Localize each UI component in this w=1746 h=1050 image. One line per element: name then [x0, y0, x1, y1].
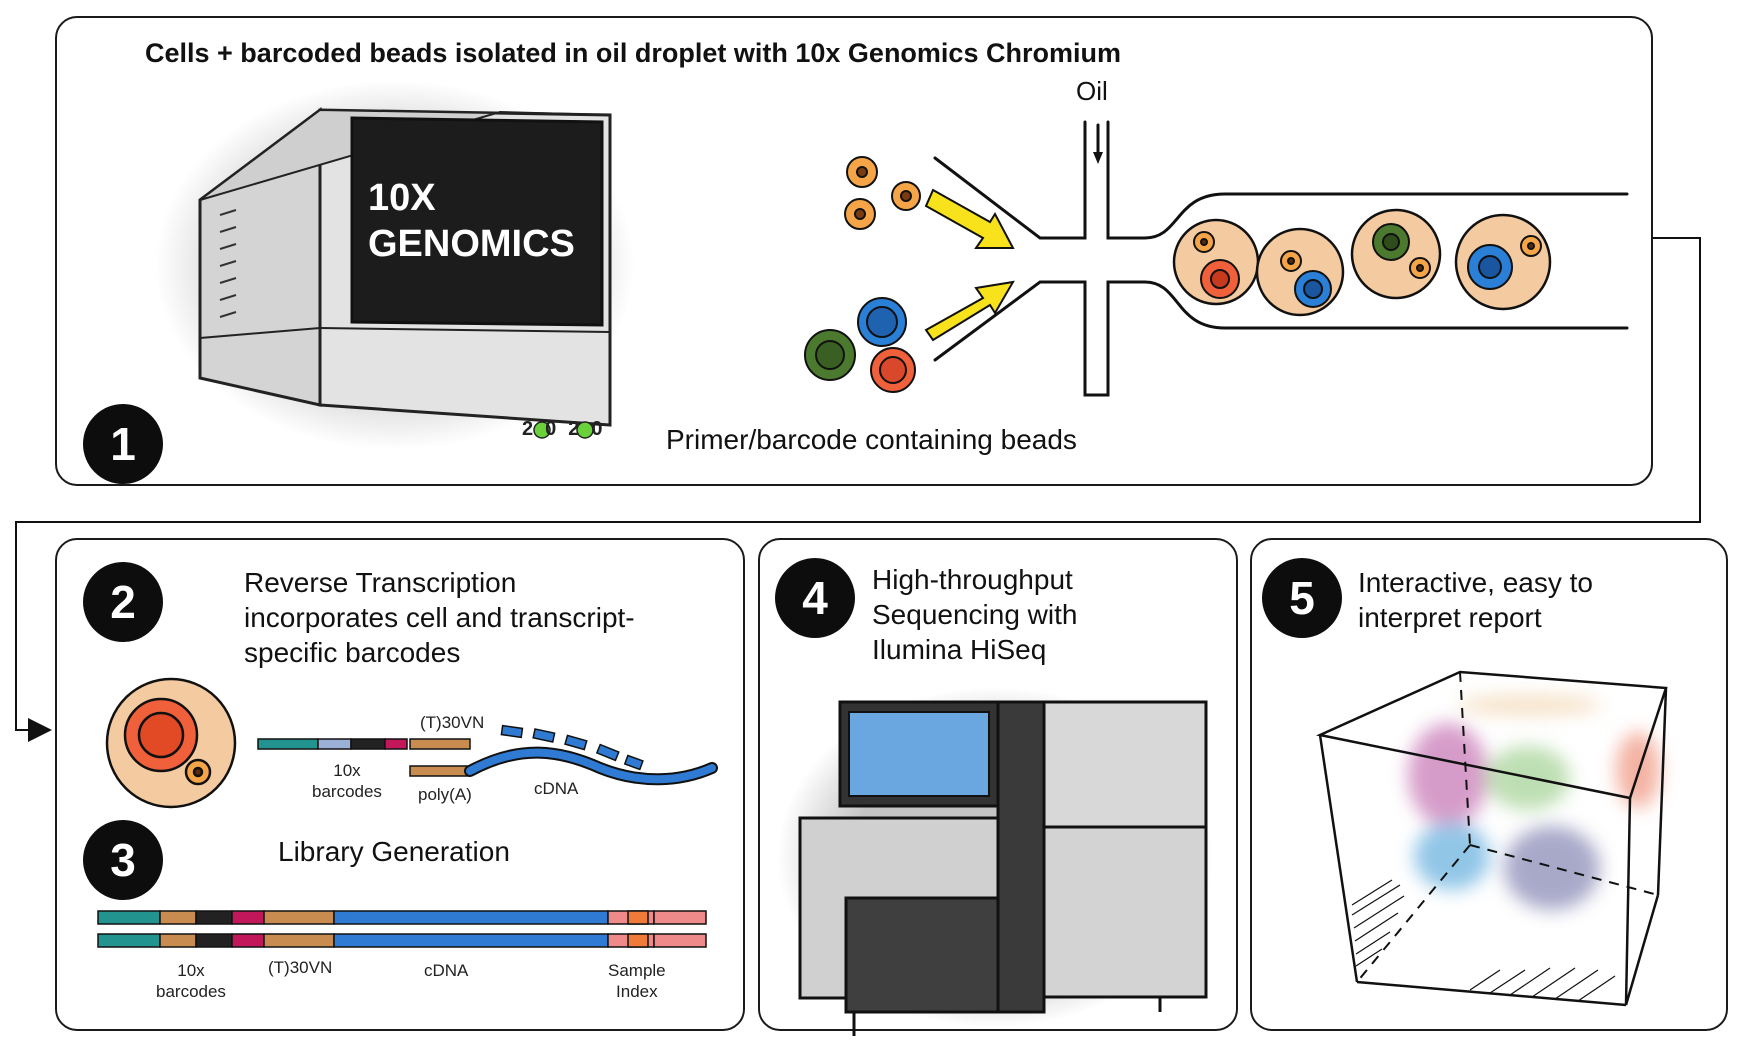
lib-label-cdna: cDNA	[424, 961, 469, 980]
lib-label-barcodes: 10x barcodes	[156, 961, 226, 1001]
year-badge: 2020	[522, 418, 615, 440]
rt-label-polya: poly(A)	[418, 785, 472, 804]
screen-brand: 10X GENOMICS	[368, 177, 575, 265]
beads-caption: Primer/barcode containing beads	[666, 424, 1077, 455]
rt-label-cdna: cDNA	[534, 779, 579, 798]
oil-label: Oil	[1076, 76, 1108, 106]
step-4-marker: 4	[775, 558, 855, 638]
panel1-title: Cells + barcoded beads isolated in oil d…	[145, 38, 1121, 68]
panel4-title: High-throughput Sequencing with Ilumina …	[872, 564, 1078, 665]
panel3-title: Library Generation	[278, 836, 510, 867]
lib-label-index: Sample Index	[608, 961, 666, 1001]
step-5-marker: 5	[1262, 558, 1342, 638]
step-3-marker: 3	[83, 820, 163, 900]
rt-label-barcodes: 10x barcodes	[312, 761, 382, 801]
rt-label-t30vn: (T)30VN	[420, 713, 485, 732]
lib-label-t30vn: (T)30VN	[268, 958, 333, 977]
panel2-title: Reverse Transcription incorporates cell …	[244, 567, 635, 668]
step-2-marker: 2	[83, 562, 163, 642]
step-1-marker: 1	[83, 404, 163, 484]
panel5-title: Interactive, easy to interpret report	[1358, 567, 1594, 633]
